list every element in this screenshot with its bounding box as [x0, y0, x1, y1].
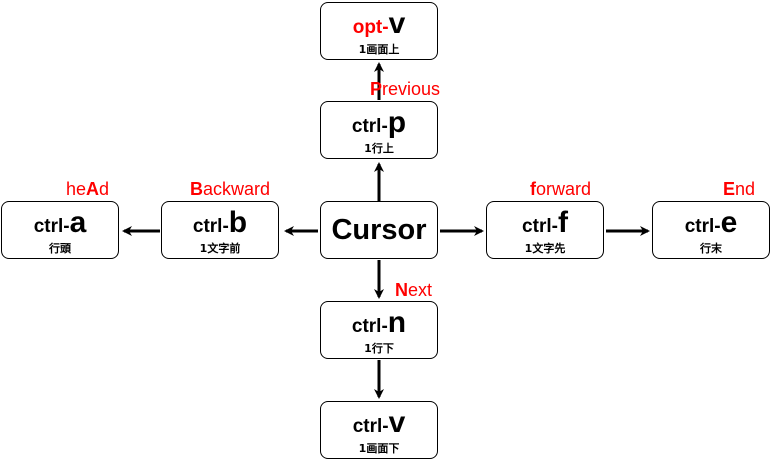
- ctrl-a-key: a: [69, 206, 87, 239]
- opt-v-prefix: opt-: [352, 17, 389, 38]
- ctrl-p-key: p: [387, 106, 407, 139]
- label-end: End: [723, 179, 756, 199]
- label-previous: Previous: [370, 79, 441, 99]
- ctrl-p-desc: 1行上: [364, 142, 394, 155]
- opt-v-node: opt-v 1画面上: [320, 2, 438, 60]
- cursor-node: Cursor: [320, 201, 438, 259]
- ctrl-p-node: ctrl-p 1行上: [320, 101, 438, 159]
- ctrl-f-prefix: ctrl-: [522, 216, 558, 237]
- ctrl-e-node: ctrl-e 行末: [652, 201, 770, 259]
- ctrl-a-node: ctrl-a 行頭: [1, 201, 119, 259]
- ctrl-f-desc: 1文字先: [524, 242, 566, 255]
- ctrl-b-prefix: ctrl-: [192, 216, 229, 237]
- label-next: Next: [395, 280, 433, 300]
- opt-v-desc: 1画面上: [358, 43, 400, 56]
- ctrl-b-node: ctrl-b 1文字前: [161, 201, 279, 259]
- ctrl-n-node: ctrl-n 1行下: [320, 301, 438, 359]
- label-forward: forward: [530, 179, 592, 199]
- ctrl-v-key: v: [388, 406, 406, 439]
- ctrl-p-prefix: ctrl-: [351, 116, 388, 137]
- ctrl-v-desc: 1画面下: [358, 442, 400, 455]
- ctrl-e-desc: 行末: [700, 242, 722, 255]
- cursor-label: Cursor: [331, 214, 427, 246]
- ctrl-e-key: e: [720, 206, 738, 239]
- label-head: heAd: [66, 179, 110, 199]
- opt-v-key: v: [388, 7, 406, 40]
- ctrl-v-node: ctrl-v 1画面下: [320, 401, 438, 459]
- ctrl-a-prefix: ctrl-: [33, 216, 70, 237]
- ctrl-b-key: b: [228, 206, 248, 239]
- ctrl-a-desc: 行頭: [49, 242, 71, 255]
- ctrl-f-node: ctrl-f 1文字先: [486, 201, 604, 259]
- ctrl-n-prefix: ctrl-: [351, 316, 388, 337]
- label-backward: Backward: [190, 179, 271, 199]
- ctrl-f-key: f: [557, 206, 568, 239]
- ctrl-n-key: n: [387, 306, 407, 339]
- ctrl-v-prefix: ctrl-: [352, 416, 389, 437]
- ctrl-e-prefix: ctrl-: [684, 216, 721, 237]
- ctrl-n-desc: 1行下: [364, 342, 394, 355]
- ctrl-b-desc: 1文字前: [199, 242, 241, 255]
